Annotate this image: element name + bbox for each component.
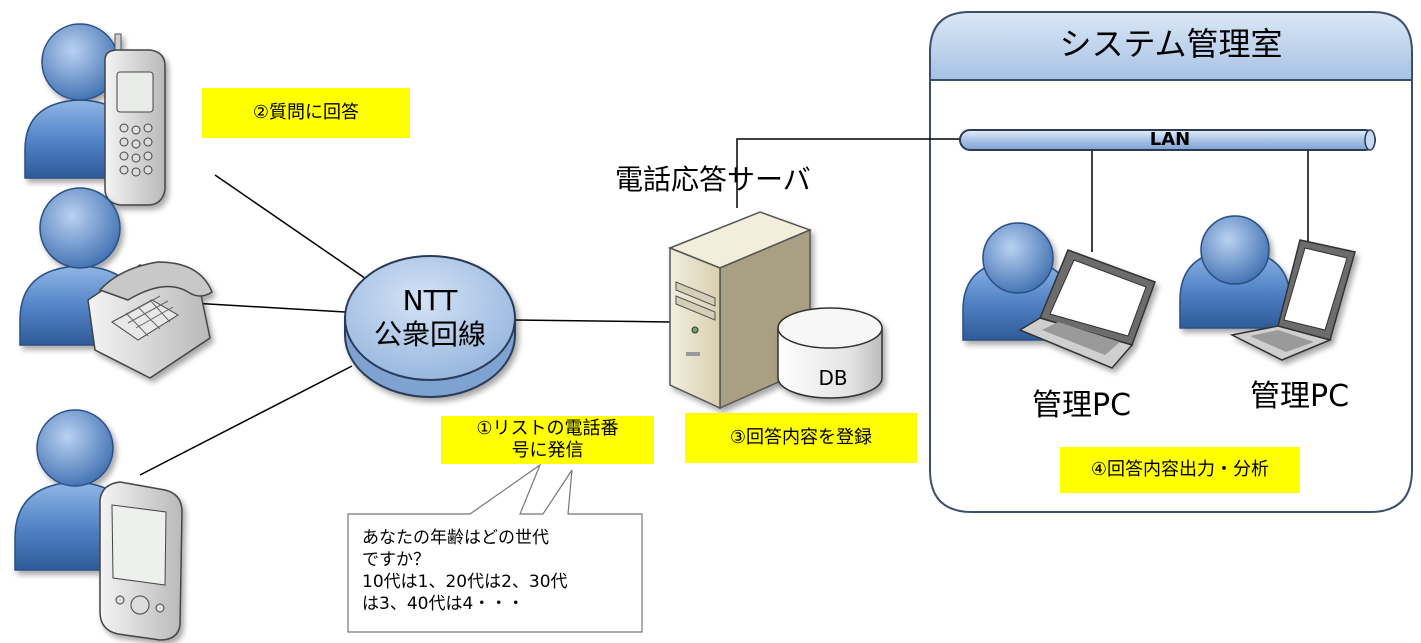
person-laptop-icon bbox=[962, 222, 1156, 369]
admin-pc-label: 管理PC bbox=[1032, 388, 1132, 423]
system-room-panel bbox=[929, 11, 1413, 513]
callout-line: は3、40代は4・・・ bbox=[362, 594, 525, 614]
callout-line: 10代は1、20代は2、30代 bbox=[362, 572, 568, 592]
lan-label: LAN bbox=[1149, 129, 1191, 150]
step4-label: ④回答内容出力・分析 bbox=[1060, 447, 1300, 493]
admin-pc-label: 管理PC bbox=[1250, 379, 1350, 414]
question-callout bbox=[347, 463, 643, 633]
system-room-header bbox=[929, 11, 1413, 81]
callout-text: あなたの年齢はどの世代 ですか？ 10代は1、20代は2、30代 は3、40代は… bbox=[362, 527, 638, 615]
lan-bus bbox=[959, 129, 1376, 151]
step1-label-line2: 号に発信 bbox=[511, 440, 584, 461]
ntt-label: NTT 公衆回線 bbox=[345, 284, 515, 352]
ntt-label-line1: NTT bbox=[402, 284, 458, 317]
callout-line: ですか？ bbox=[362, 550, 430, 570]
person-laptop-icon bbox=[1179, 215, 1356, 361]
database-cylinder-icon bbox=[777, 307, 883, 399]
ntt-public-line-icon bbox=[344, 255, 516, 398]
step3-label: ③回答内容を登録 bbox=[685, 413, 917, 463]
system-room-title: システム管理室 bbox=[1059, 25, 1283, 63]
server-label: 電話応答サーバ bbox=[615, 163, 811, 196]
step1-label: ①リストの電話番 号に発信 bbox=[441, 416, 654, 464]
person-desk-phone-icon bbox=[19, 187, 213, 379]
step2-label: ②質問に回答 bbox=[202, 88, 410, 138]
person-pda-icon bbox=[14, 409, 183, 641]
person-mobile-phone-icon bbox=[24, 23, 166, 206]
callout-line: あなたの年齢はどの世代 bbox=[362, 528, 549, 548]
ntt-label-line2: 公衆回線 bbox=[373, 318, 486, 351]
step1-label-line1: ①リストの電話番 bbox=[476, 418, 619, 439]
db-label: DB bbox=[818, 366, 848, 390]
